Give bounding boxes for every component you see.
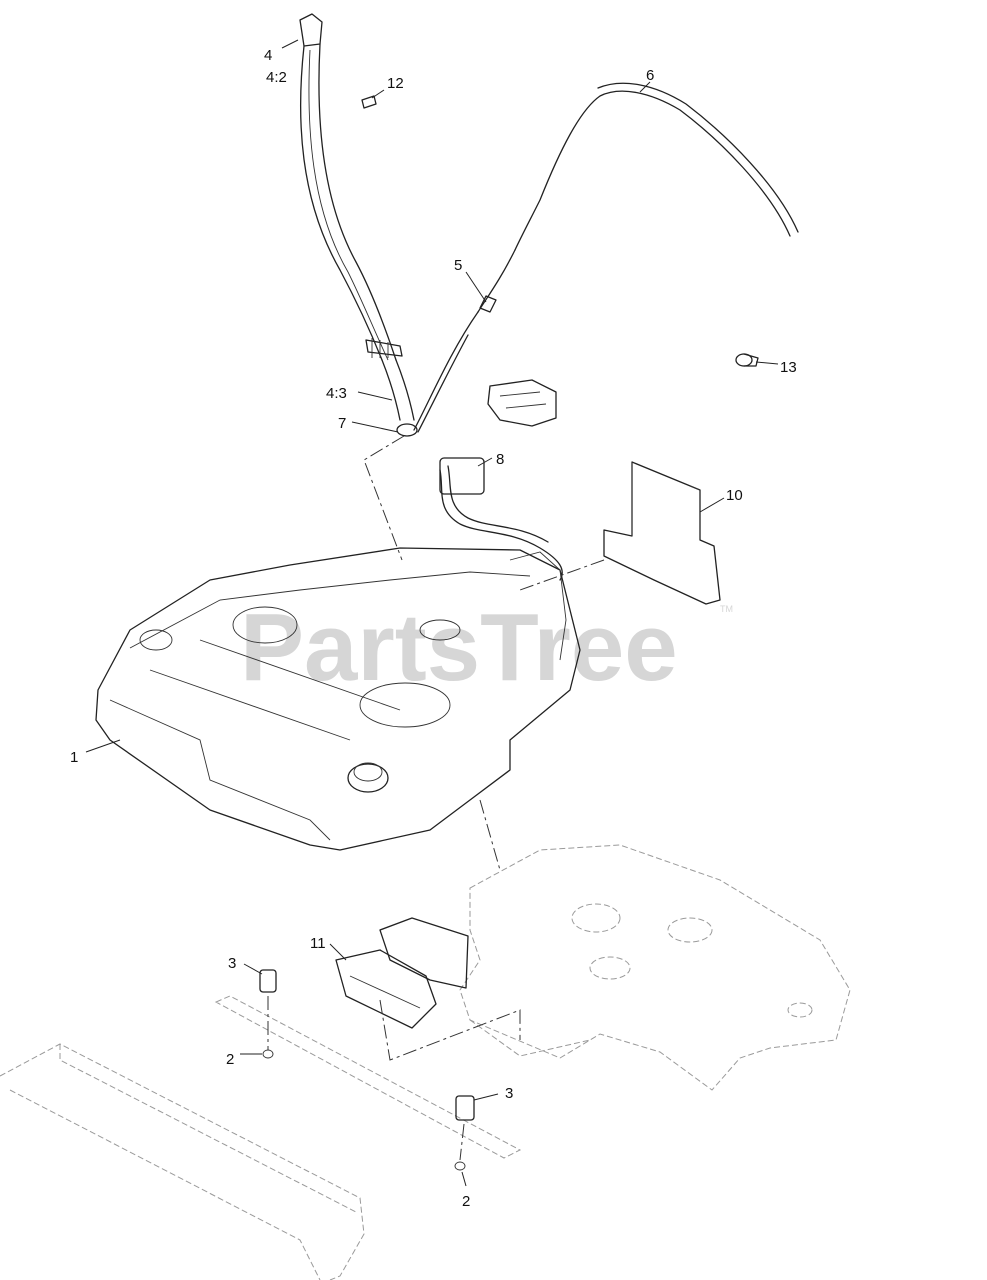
callout-5[interactable]: 5	[454, 257, 462, 274]
callout-2-left[interactable]: 2	[226, 1051, 234, 1068]
callout-1[interactable]: 1	[70, 749, 78, 766]
callout-13[interactable]: 13	[780, 359, 797, 376]
watermark-text: PartsTree	[240, 594, 678, 701]
callout-2-right[interactable]: 2	[462, 1193, 470, 1210]
part-vent-tube[interactable]	[413, 82, 799, 433]
callout-4-3[interactable]: 4:3	[326, 385, 347, 402]
part-heat-shield[interactable]	[335, 917, 469, 1029]
part-lower-frame	[0, 1043, 365, 1280]
callout-12[interactable]: 12	[387, 75, 404, 92]
callout-4[interactable]: 4	[264, 47, 272, 64]
part-fuel-tank[interactable]	[95, 547, 581, 851]
callout-8[interactable]: 8	[496, 451, 504, 468]
part-lower-neck[interactable]	[381, 359, 418, 437]
callout-labels: 4 4:2 12 6 5 13 4:3 7 8 10 1 11 3 2 3 2	[70, 47, 797, 1210]
assembly-lines	[267, 435, 605, 1161]
part-pad[interactable]	[603, 461, 721, 605]
callout-10[interactable]: 10	[726, 487, 743, 504]
callout-11[interactable]: 11	[310, 935, 326, 952]
callout-3-left[interactable]: 3	[228, 955, 236, 972]
callout-6[interactable]: 6	[646, 67, 654, 84]
leader-lines	[85, 39, 779, 1187]
watermark-trademark: TM	[720, 604, 733, 614]
callout-3-right[interactable]: 3	[505, 1085, 513, 1102]
callout-4-2[interactable]: 4:2	[266, 69, 287, 86]
callout-7[interactable]: 7	[338, 415, 346, 432]
part-screw[interactable]	[361, 95, 377, 109]
part-bracket[interactable]	[439, 379, 563, 581]
part-fitting[interactable]	[735, 353, 759, 367]
part-chassis-plate	[459, 844, 851, 1091]
part-filler-neck[interactable]	[299, 13, 403, 361]
part-bumper-right[interactable]	[454, 1095, 475, 1171]
part-cross-bar	[214, 995, 522, 1159]
